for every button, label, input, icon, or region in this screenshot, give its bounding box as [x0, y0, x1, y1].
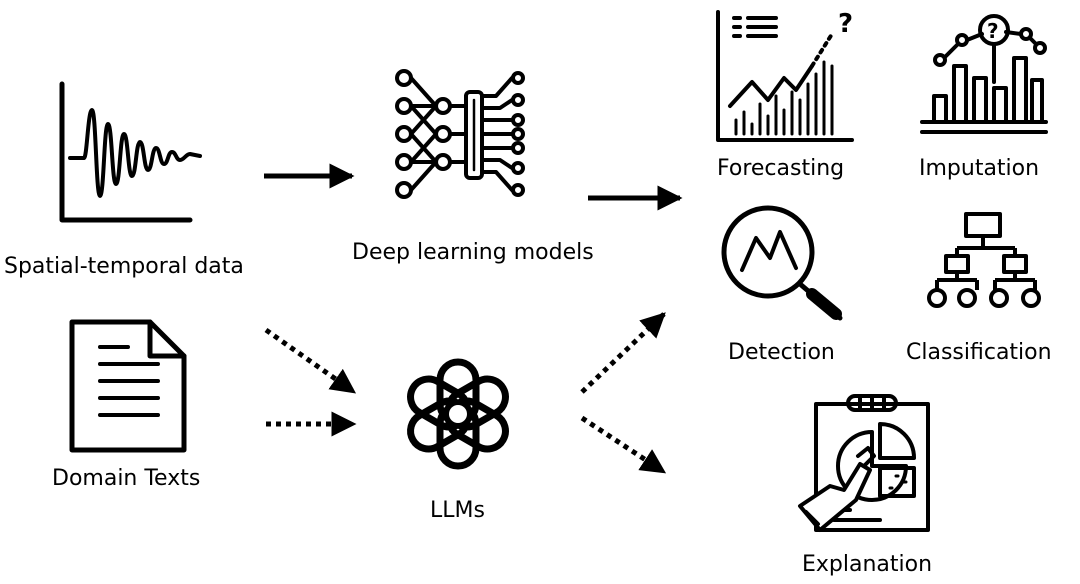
forecast-chart-icon: ?: [716, 9, 854, 142]
clipboard-pie-icon: [798, 394, 930, 532]
document-icon: [69, 319, 187, 453]
openai-logo-icon: [407, 358, 509, 470]
magnifier-icon: [721, 205, 843, 321]
label-domain-texts: Domain Texts: [52, 466, 201, 491]
label-classification: Classification: [906, 340, 1052, 365]
svg-text:?: ?: [838, 9, 853, 39]
neural-network-icon: [395, 69, 525, 199]
imputation-chart-icon: ?: [920, 14, 1048, 134]
svg-text:?: ?: [987, 19, 999, 43]
label-imputation: Imputation: [919, 156, 1040, 181]
label-detection: Detection: [728, 340, 835, 365]
signal-plot-icon: [59, 81, 202, 223]
dotted-arrows: [264, 312, 667, 475]
label-explanation: Explanation: [802, 552, 933, 577]
label-spatial-temporal-data: Spatial-temporal data: [4, 254, 244, 279]
label-forecasting: Forecasting: [717, 156, 845, 181]
label-llms: LLMs: [430, 498, 485, 523]
hierarchy-tree-icon: [927, 212, 1041, 308]
label-deep-learning-models: Deep learning models: [352, 240, 594, 265]
